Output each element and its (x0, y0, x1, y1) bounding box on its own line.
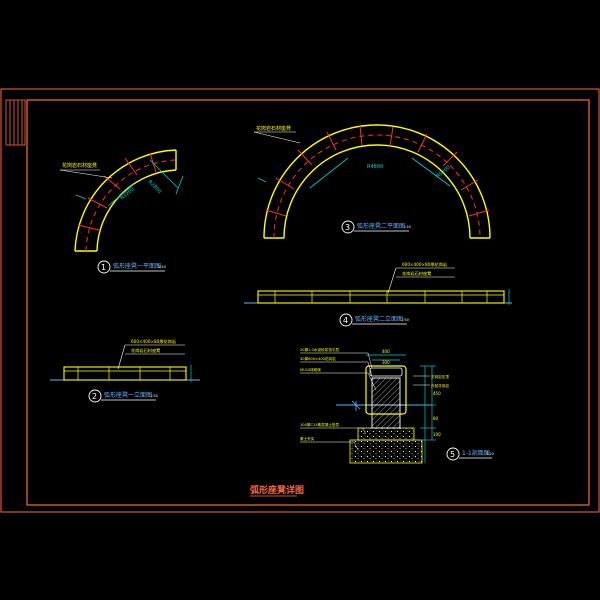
view1-arc-plan: 花岗岩石材座凳 R2800 R3200 (59, 149, 184, 252)
view4-scale: 1:50 (401, 318, 409, 322)
view4-callout: 4 弧形座凳二立面图 1:50 (339, 313, 409, 327)
view2-scale: 1:50 (150, 394, 158, 398)
section-note-left-3: MU10砖砌体 (300, 367, 321, 372)
view2-callout: 2 弧形座凳一立面图 1:50 (88, 389, 158, 403)
section-note-left-4: 100厚C15素混凝土垫层 (300, 422, 340, 427)
section-dim-100: 100 (433, 432, 441, 437)
view2-note-1: 600×400×80厚花岗岩 (131, 338, 176, 345)
sheet-title: 弧形座凳详图 (250, 484, 304, 496)
inner-sheet-border (26, 99, 590, 506)
view3-scale: 1:50 (403, 225, 411, 229)
view2-note-2: 花岗岩石材座凳 (131, 347, 161, 354)
view4-note-1: 600×400×80厚花岗岩 (402, 261, 447, 268)
svg-text:2: 2 (92, 392, 97, 401)
view5-caption: 1-1剖面图 (462, 449, 490, 457)
view5-scale: 1:20 (486, 452, 494, 456)
view2-caption: 弧形座凳一立面图 (104, 391, 152, 399)
view5-callout: 5 1-1剖面图 1:20 (446, 447, 494, 461)
svg-text:1: 1 (101, 263, 106, 272)
view3-top-note: 花岗岩石材座凳 (256, 125, 291, 132)
svg-text:4: 4 (343, 316, 348, 325)
view1-caption: 弧形座凳一平面图 (113, 262, 161, 270)
svg-text:5: 5 (450, 450, 455, 459)
view1-callout: 1 弧形座凳一平面图 1:50 (97, 260, 166, 274)
view5-section: 400 300 450 80 100 20厚1:3水泥砂浆找平层 30厚600×… (300, 347, 449, 464)
view3-arc-plan: 花岗岩石材座凳 R4800 R5200 (253, 124, 491, 239)
view3-callout: 3 弧形座凳二平面图 1:50 (341, 220, 411, 234)
section-note-right-2: 外贴花岗岩 (431, 383, 449, 388)
section-note-left-2: 30厚600×400花岗岩 (300, 356, 336, 361)
section-dim-400: 400 (382, 349, 390, 354)
view4-note-2: 花岗岩石材座凳 (402, 270, 432, 277)
section-dim-450: 450 (433, 391, 441, 396)
section-note-right-1: 花岗岩压顶 (431, 374, 449, 379)
view1-top-note: 花岗岩石材座凳 (62, 162, 97, 169)
view1-scale: 1:50 (158, 265, 166, 269)
section-note-left-5: 素土夯实 (300, 436, 315, 441)
view3-dim-a: R4800 (367, 164, 383, 170)
section-dim-300: 300 (382, 360, 390, 365)
view1-dim-a: R2800 (147, 179, 163, 195)
svg-text:3: 3 (345, 223, 350, 232)
section-dim-80: 80 (433, 416, 439, 421)
view4-caption: 弧形座凳二立面图 (355, 315, 403, 323)
view3-caption: 弧形座凳二平面图 (357, 222, 405, 230)
view4-elevation: 600×400×80厚花岗岩 花岗岩石材座凳 (244, 261, 512, 305)
outer-sheet-border (0, 88, 600, 513)
view2-elevation: 600×400×80厚花岗岩 花岗岩石材座凳 (50, 338, 200, 382)
section-note-left-1: 20厚1:3水泥砂浆找平层 (300, 347, 340, 352)
title-strip (5, 99, 26, 146)
